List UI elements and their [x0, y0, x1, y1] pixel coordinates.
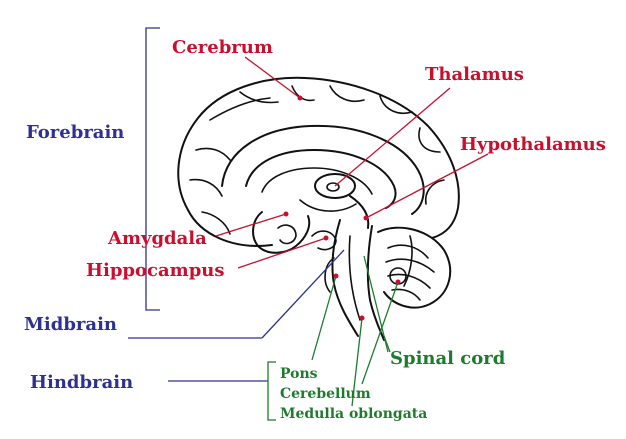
brainstem-back — [366, 225, 385, 341]
cerebrum-fold — [329, 85, 365, 102]
hippocampus-shape — [311, 230, 337, 251]
amygdala-leader — [215, 213, 287, 237]
marker-dots — [283, 95, 401, 321]
cerebrum-outline — [177, 76, 460, 247]
corpus-callosum-inner — [261, 167, 373, 195]
pons-label: Pons — [280, 366, 318, 382]
pons-dot — [333, 273, 339, 279]
spinal-cord-label: Spinal cord — [390, 348, 506, 369]
hippocampus-dot — [323, 235, 329, 241]
cerebellum-fold — [391, 288, 421, 301]
thalamus-shape — [314, 173, 356, 199]
cerebrum-fold — [379, 95, 413, 114]
brain-drawing — [177, 76, 460, 341]
hindbrain-parts-bracket — [267, 361, 276, 421]
pons-leader — [311, 275, 337, 361]
cerebrum-fold — [201, 211, 231, 235]
fornix — [299, 199, 357, 212]
amygdala-shape — [277, 224, 297, 245]
cerebrum-fold — [209, 97, 271, 121]
midbrain-label: Midbrain — [24, 314, 117, 335]
cerebrum-fold — [424, 179, 445, 205]
leader-lines — [128, 56, 489, 407]
hypothalamus-shape — [349, 195, 370, 229]
temporal-lobe — [252, 211, 311, 254]
cerebrum-leader — [244, 56, 301, 99]
hypothalamus-leader — [365, 153, 489, 219]
cerebellum-fold — [387, 273, 431, 289]
thalamus-leader — [334, 87, 451, 187]
cerebellum-fold — [387, 244, 429, 259]
corpus-callosum — [245, 149, 397, 209]
cerebrum-dot — [297, 95, 303, 101]
medulla-leader — [351, 317, 363, 407]
spinal-cord-leader-2 — [383, 335, 391, 353]
cerebellum-dot — [395, 279, 401, 285]
cerebrum-fold — [195, 147, 231, 161]
medulla-oblongata-label: Medulla oblongata — [280, 406, 427, 422]
amygdala-label: Amygdala — [107, 228, 207, 249]
thalamus-label: Thalamus — [425, 64, 524, 85]
brainstem-line — [348, 235, 361, 321]
medulla-dot — [359, 315, 365, 321]
cerebrum-fold — [418, 127, 441, 153]
cerebrum-fold — [189, 178, 223, 197]
pons-bulge — [324, 257, 335, 293]
cerebrum-fold — [239, 91, 279, 104]
thalamus-core — [326, 182, 340, 192]
cerebrum-fold — [291, 85, 315, 102]
hippocampus-leader — [237, 237, 327, 269]
cerebellum-shape — [377, 226, 452, 309]
amygdala-dot — [283, 211, 289, 217]
cerebellum-fold — [403, 235, 413, 287]
cerebellum-label: Cerebellum — [280, 386, 371, 402]
forebrain-bracket — [145, 27, 160, 311]
forebrain-label: Forebrain — [26, 122, 124, 143]
cerebellum-leader — [361, 281, 399, 385]
hippocampus-label: Hippocampus — [86, 260, 225, 281]
hypothalamus-dot — [363, 215, 369, 221]
midbrain-leader-diagonal — [261, 249, 345, 339]
cerebrum-label: Cerebrum — [172, 37, 273, 58]
hypothalamus-label: Hypothalamus — [460, 134, 606, 155]
hindbrain-label: Hindbrain — [30, 372, 133, 393]
